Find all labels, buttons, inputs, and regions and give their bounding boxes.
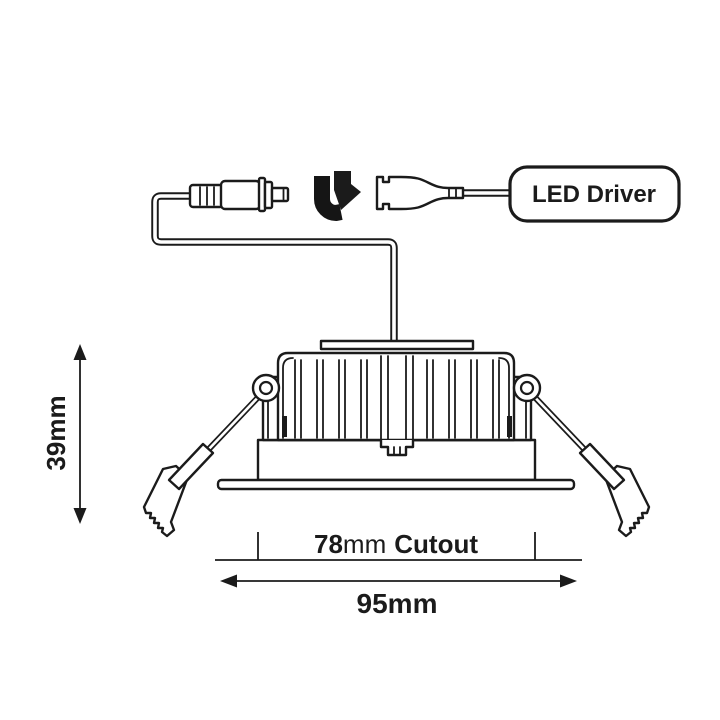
- width-dimension: 95mm: [220, 574, 577, 619]
- height-dimension-label: 39mm: [41, 395, 71, 470]
- clip-pivot-left: [251, 373, 281, 403]
- led-driver-label: LED Driver: [532, 181, 656, 208]
- clip-sleeve-right: [578, 442, 626, 491]
- clip-pivot-right: [512, 373, 542, 403]
- spring-clip-left: [142, 386, 269, 538]
- downlight-fixture: [216, 339, 576, 491]
- male-connector-icon: [188, 176, 290, 213]
- heatsink-fins: [294, 355, 500, 441]
- clip-slot-left: [282, 416, 287, 437]
- trim-flange: [216, 478, 576, 491]
- female-connector-icon: [375, 175, 465, 211]
- width-dimension-label: 95mm: [357, 588, 438, 619]
- clip-slot-right: [507, 416, 512, 437]
- cable-tab: [379, 440, 415, 457]
- twist-arrow-icon: [314, 171, 361, 222]
- main-cable: [151, 192, 398, 344]
- top-plate: [319, 339, 475, 351]
- led-driver-box: LED Driver: [508, 165, 681, 223]
- height-dimension: 39mm: [41, 344, 87, 524]
- clip-sleeve-left: [167, 442, 215, 491]
- spring-clip-right: [524, 386, 651, 538]
- heatsink-upper-tier: [276, 351, 516, 442]
